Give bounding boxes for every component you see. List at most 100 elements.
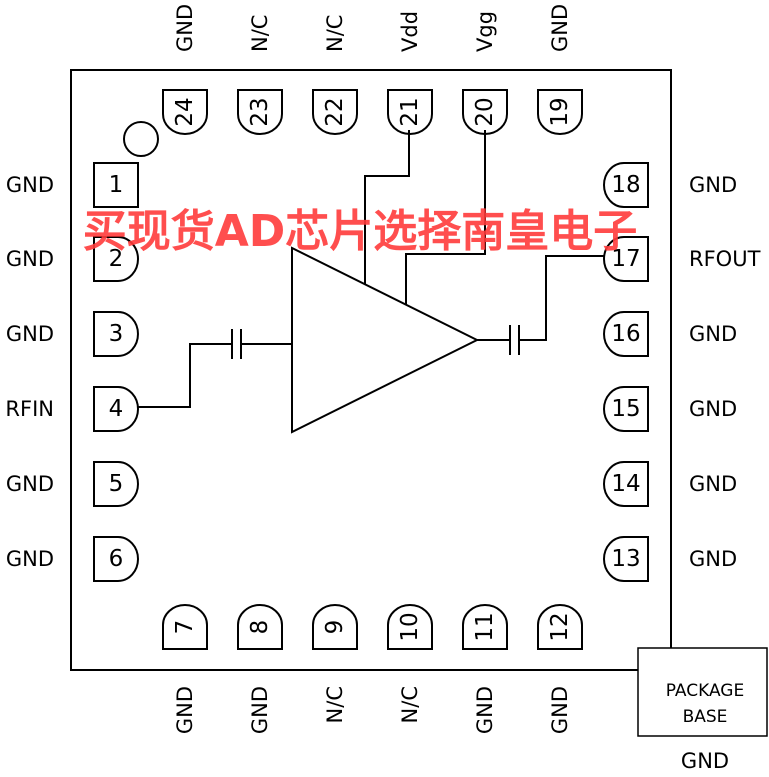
pin-17: 17 RFOUT: [603, 236, 761, 282]
pin-pad: [603, 386, 649, 432]
pin-20: 20 Vgg: [462, 11, 508, 135]
pin-label: GND: [689, 397, 737, 421]
pin-10: 10N/C: [387, 604, 433, 723]
package-base-box: [637, 647, 768, 737]
pin-label: N/C: [323, 686, 347, 723]
pin-label: GND: [173, 686, 197, 734]
pin-pad: [603, 162, 649, 208]
pin-pad: [462, 604, 508, 650]
pin-number: 9: [322, 620, 348, 635]
pin-label: GND: [548, 4, 572, 52]
pin-pad: [603, 236, 649, 282]
pin-label: N/C: [248, 15, 272, 52]
rfout-trace: [477, 255, 604, 355]
pin-number: 22: [322, 97, 348, 126]
pin1-indicator: [123, 121, 159, 157]
pin-label: N/C: [398, 686, 422, 723]
pin-pad: [537, 604, 583, 650]
pin-number: 2: [109, 246, 124, 272]
watermark-text: 买现货AD芯片选择南皇电子: [83, 206, 638, 257]
pin-pad: [603, 461, 649, 507]
pin-number: 17: [611, 246, 640, 272]
pin-label: GND: [6, 547, 54, 571]
pin-pad: [462, 89, 508, 135]
pin-pad: [387, 604, 433, 650]
package-body: [70, 69, 672, 671]
pin-23: 23 N/C: [237, 15, 283, 135]
vdd-trace: [364, 130, 410, 284]
pin-13: 13 GND: [603, 536, 737, 582]
pin-number: 14: [611, 471, 640, 497]
pin-label: GND: [548, 686, 572, 734]
pin-label: GND: [689, 547, 737, 571]
pin-pad: [93, 536, 139, 582]
pin-label: GND: [6, 472, 54, 496]
pin-18: 18 GND: [603, 162, 737, 208]
pin-number: 1: [109, 172, 124, 198]
pin-6: 6 GND: [6, 536, 139, 582]
pin-number: 6: [109, 546, 124, 572]
pin-label: GND: [473, 686, 497, 734]
pin-19: 19 GND: [537, 4, 583, 135]
pin-pad: [603, 536, 649, 582]
pin-number: 20: [472, 97, 498, 126]
package-base-ground-label: GND: [681, 749, 729, 772]
pin-5: 5 GND: [6, 461, 139, 507]
pin-pad: [93, 162, 139, 208]
pin-number: 7: [172, 620, 198, 635]
pin-number: 5: [109, 471, 124, 497]
pin-label: GND: [6, 173, 54, 197]
pin-label: N/C: [323, 15, 347, 52]
pin-pad: [93, 461, 139, 507]
pin-number: 23: [247, 97, 273, 126]
pin-label: GND: [6, 322, 54, 346]
pin-14: 14 GND: [603, 461, 737, 507]
pin-15: 15 GND: [603, 386, 737, 432]
pin-label: GND: [689, 322, 737, 346]
pin-pad: [93, 236, 139, 282]
pin-label: Vdd: [398, 11, 422, 52]
pin-number: 13: [611, 546, 640, 572]
pin-label: GND: [248, 686, 272, 734]
pin-label: RFOUT: [689, 247, 761, 271]
pin-pad: [93, 311, 139, 357]
pin-label: Vgg: [473, 11, 497, 52]
pin-label: GND: [689, 472, 737, 496]
pin-number: 12: [547, 612, 573, 641]
pin-number: 19: [547, 97, 573, 126]
pin-number: 10: [397, 612, 423, 641]
pin-pad: [312, 604, 358, 650]
pin-number: 24: [172, 97, 198, 126]
pin-pad: [93, 386, 139, 432]
pin-pad: [237, 604, 283, 650]
pin-pad: [237, 89, 283, 135]
pin-number: 8: [247, 620, 273, 635]
pin-pad: [387, 89, 433, 135]
package-base-line2: BASE: [683, 707, 728, 727]
rfin-trace: [138, 329, 292, 408]
pin-22: 22 N/C: [312, 15, 358, 135]
pin-number: 18: [611, 172, 640, 198]
pin-label: GND: [6, 247, 54, 271]
pin-pad: [603, 311, 649, 357]
pin-pad: [537, 89, 583, 135]
pin-2: 2 GND: [6, 236, 139, 282]
pin-9: 9N/C: [312, 604, 358, 723]
pin-pad: [162, 604, 208, 650]
pins-layer: 1GND2GND3GND4RFIN5GND6GND7GND8GND9N/C10N…: [5, 4, 760, 734]
pin-pad: [312, 89, 358, 135]
pin-number: 15: [611, 396, 640, 422]
pin-label: GND: [689, 173, 737, 197]
amplifier-symbol: [291, 246, 480, 434]
pin-label: RFIN: [5, 397, 54, 421]
